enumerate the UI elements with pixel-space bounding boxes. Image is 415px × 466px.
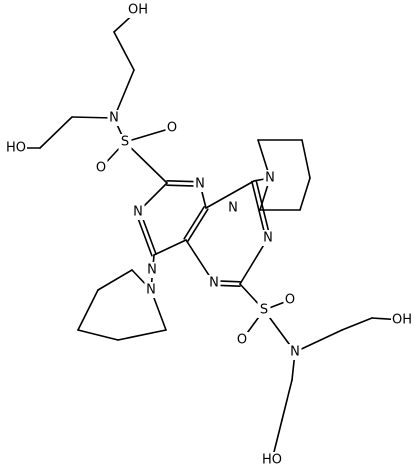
atom-label: HO xyxy=(262,453,282,466)
atom-N_r5: N xyxy=(207,275,221,291)
atom-label-background xyxy=(263,170,277,186)
atom-label: O xyxy=(96,161,106,176)
atom-N_r6: N xyxy=(226,200,240,216)
bond-p2c-p2d xyxy=(77,289,99,331)
atom-N_r1: N xyxy=(193,176,207,192)
atom-label-background xyxy=(261,452,283,466)
bond-C_h2a-C_h2b xyxy=(39,116,73,149)
bond-C_8a-C_8 xyxy=(205,180,255,209)
double-bond-C_4a-C_8a xyxy=(183,206,205,240)
atom-label-background xyxy=(118,134,132,150)
atom-label: N xyxy=(263,231,273,246)
bond-C_n2a-C_n2b xyxy=(341,317,373,331)
atom-label: S xyxy=(260,303,268,318)
atom-label-background xyxy=(391,312,413,328)
atom-label: N xyxy=(133,205,143,220)
bond-S_1-C_2 xyxy=(124,141,168,184)
atom-S_1: S xyxy=(118,134,132,150)
atom-label: N xyxy=(146,283,156,298)
bond-p1c-p1d xyxy=(299,177,311,211)
atom-label-background xyxy=(127,2,149,18)
atom-label: OH xyxy=(128,3,148,18)
bond-N_s2-C_n2a xyxy=(294,329,343,353)
atom-label-background xyxy=(145,262,159,278)
atom-N_s2: N xyxy=(288,344,302,360)
bond-p2d-p2e xyxy=(97,269,133,291)
bond-C_h2b-N_s1 xyxy=(71,116,115,119)
atom-label: N xyxy=(147,263,157,278)
atom-label: O xyxy=(237,333,247,348)
atom-O_1a: O xyxy=(165,120,179,136)
atom-N_pip1: N xyxy=(263,170,277,186)
atom-label: O xyxy=(167,121,177,136)
atom-label-background xyxy=(165,120,179,136)
atom-label-background xyxy=(5,140,27,156)
bond-layer xyxy=(15,9,403,461)
atom-OH_a: OH xyxy=(127,2,149,18)
atom-label: N xyxy=(265,171,275,186)
double-bond-C_4a-C_8a xyxy=(187,208,209,242)
atom-N_s1: N xyxy=(107,110,121,126)
atom-label-background xyxy=(107,110,121,126)
atom-label-background xyxy=(131,204,145,220)
atom-OH_c: OH xyxy=(391,312,413,328)
double-bond-C_8-N_r4 xyxy=(251,180,267,240)
atom-O_2a: O xyxy=(283,292,297,308)
double-bond-C_8-N_r4 xyxy=(255,179,271,239)
atom-label-background xyxy=(207,275,221,291)
atom-label-background xyxy=(283,292,297,308)
atom-label-background xyxy=(226,200,240,216)
bond-C_4-C_4a xyxy=(153,239,187,256)
atom-label: N xyxy=(290,345,300,360)
atom-N_r7: N xyxy=(145,262,159,278)
bond-C_n3a-C_n3b xyxy=(281,379,293,421)
atom-label-background xyxy=(193,176,207,192)
atom-label: N xyxy=(209,276,219,291)
atom-label-background xyxy=(261,230,275,246)
atom-label-background xyxy=(257,302,271,318)
atom-label-background xyxy=(235,332,249,348)
atom-S_2: S xyxy=(257,302,271,318)
atom-label: N xyxy=(228,201,238,216)
atom-HO_b: HO xyxy=(5,140,27,156)
bond-C_h1a-C_h1b xyxy=(113,31,135,71)
bond-S_1-O_1a xyxy=(124,127,173,143)
bond-p2b-p2c xyxy=(77,329,119,341)
atom-label-background xyxy=(288,344,302,360)
atom-label: N xyxy=(195,177,205,192)
atom-label-background xyxy=(94,160,108,176)
atom-O_1b: O xyxy=(94,160,108,176)
atom-label: OH xyxy=(392,313,412,328)
atom-N_pip2: N xyxy=(144,282,158,298)
atom-HO_d: HO xyxy=(261,452,283,466)
atom-label: N xyxy=(109,111,119,126)
bond-p1b-p1c xyxy=(301,139,311,179)
atom-label: O xyxy=(285,293,295,308)
atom-label: HO xyxy=(6,141,26,156)
atom-O_2b: O xyxy=(235,332,249,348)
atom-N_r3: N xyxy=(131,204,145,220)
atom-label: S xyxy=(121,135,129,150)
bond-p2a-p2b xyxy=(117,329,167,341)
atom-label-background xyxy=(144,282,158,298)
atom-N_r4: N xyxy=(261,230,275,246)
